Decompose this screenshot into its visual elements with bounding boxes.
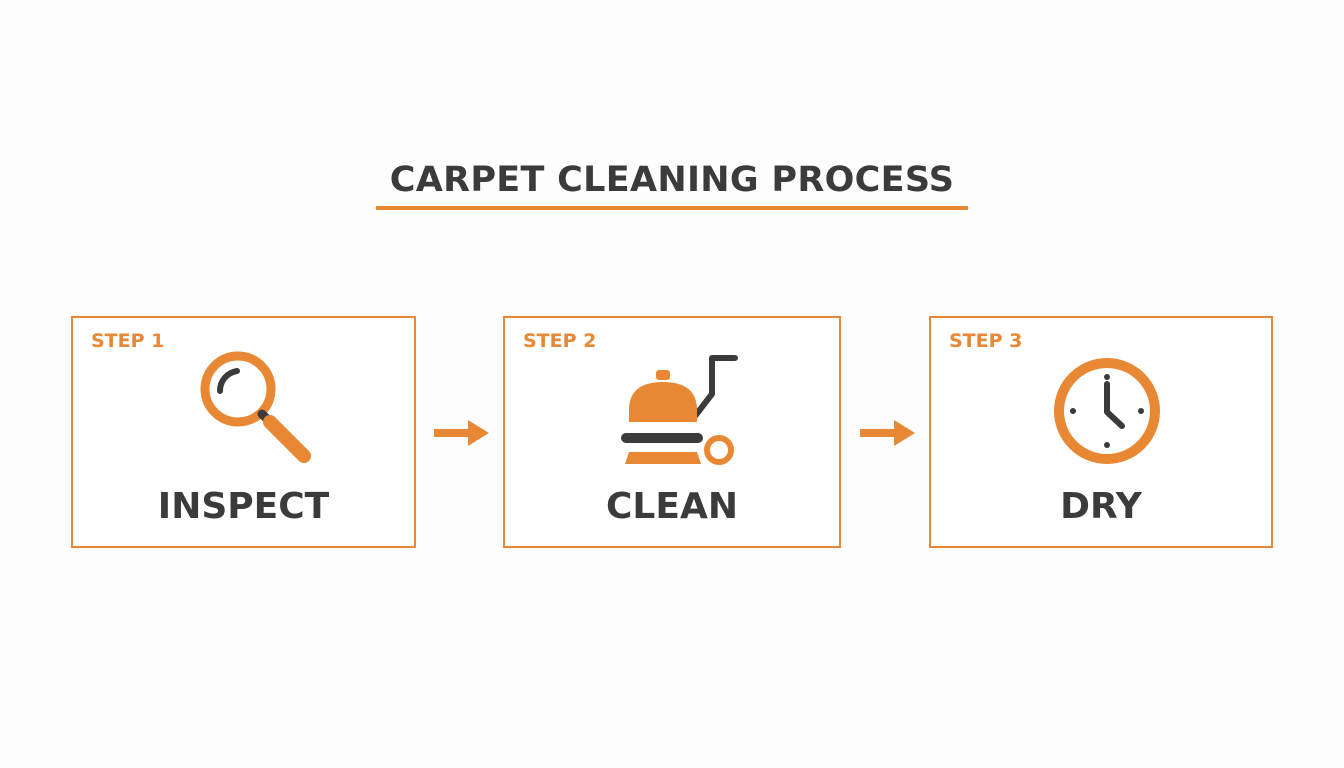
magnifying-glass-icon bbox=[200, 351, 311, 463]
diagram-title: CARPET CLEANING PROCESS bbox=[389, 160, 955, 200]
title-underline bbox=[376, 206, 968, 210]
step-title: DRY bbox=[1060, 486, 1142, 527]
step-card-inspect: STEP 1 INSPECT bbox=[71, 316, 416, 548]
step-label: STEP 3 bbox=[949, 330, 1023, 352]
step-label: STEP 1 bbox=[91, 330, 165, 352]
right-arrow-icon bbox=[434, 420, 489, 446]
step-label: STEP 2 bbox=[523, 330, 597, 352]
step-title: CLEAN bbox=[606, 486, 738, 527]
step-card-dry: STEP 3 DRY bbox=[929, 316, 1273, 548]
floor-cleaning-machine-icon bbox=[621, 355, 738, 465]
step-title: INSPECT bbox=[157, 486, 330, 527]
step-card-clean: STEP 2 CLEAN bbox=[503, 316, 841, 548]
clock-icon bbox=[1054, 358, 1160, 464]
right-arrow-icon bbox=[860, 420, 915, 446]
